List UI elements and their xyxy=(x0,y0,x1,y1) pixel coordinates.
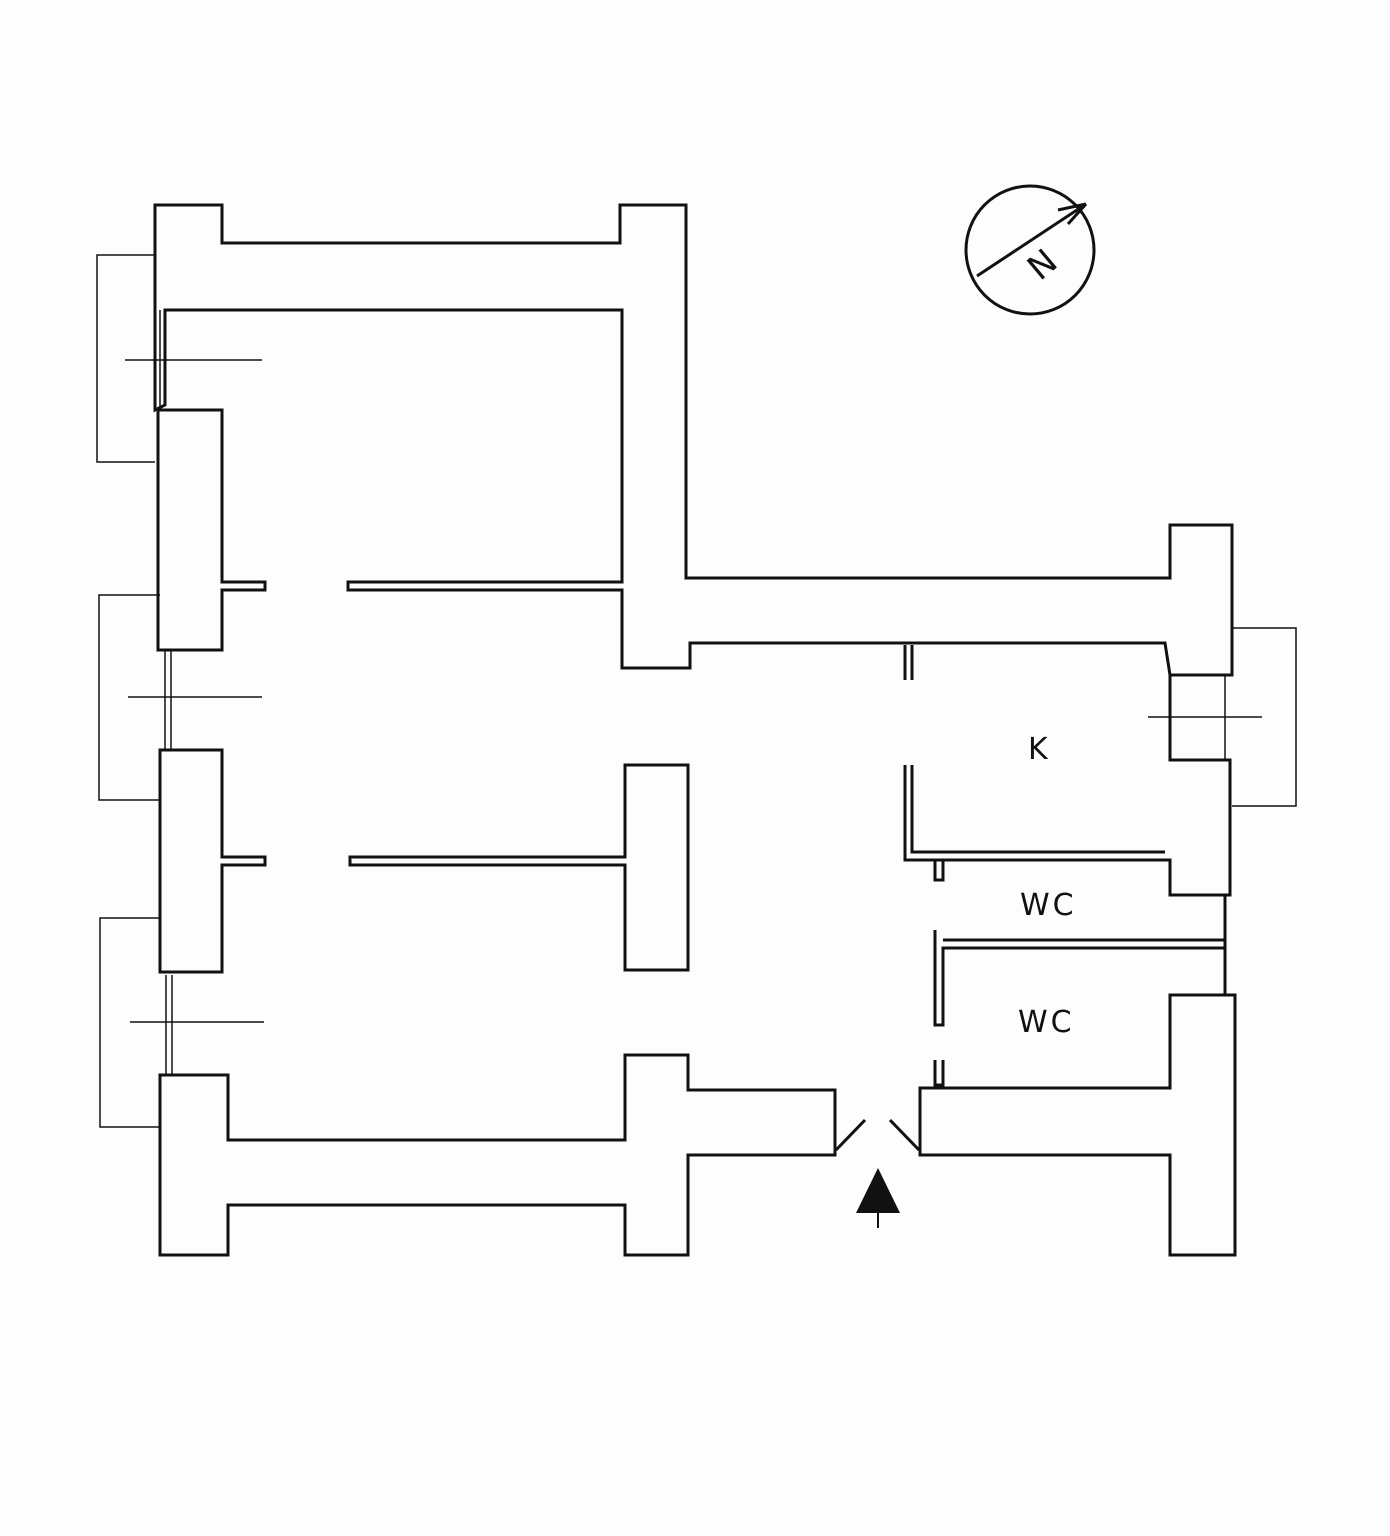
north-compass-icon xyxy=(964,184,1096,316)
wall-kitchen xyxy=(903,645,1232,897)
room-label-wc-upper: WC xyxy=(1020,888,1077,923)
wall-wc xyxy=(933,895,1227,1087)
room-label-wc-lower: WC xyxy=(1018,1005,1075,1040)
entrance-arrow-icon xyxy=(856,1168,900,1228)
wall-left-pier-2 xyxy=(158,748,267,974)
wall-top xyxy=(153,203,1234,677)
wall-middle xyxy=(348,763,690,972)
room-label-kitchen: K xyxy=(1028,732,1051,767)
windows xyxy=(96,254,1297,1128)
wall-bottom-right xyxy=(918,993,1237,1257)
door-leaf-right xyxy=(888,1118,921,1152)
wall-bottom-left xyxy=(158,1053,837,1257)
door-leaf-left xyxy=(834,1118,867,1152)
wall-left-pier-1 xyxy=(156,408,267,652)
